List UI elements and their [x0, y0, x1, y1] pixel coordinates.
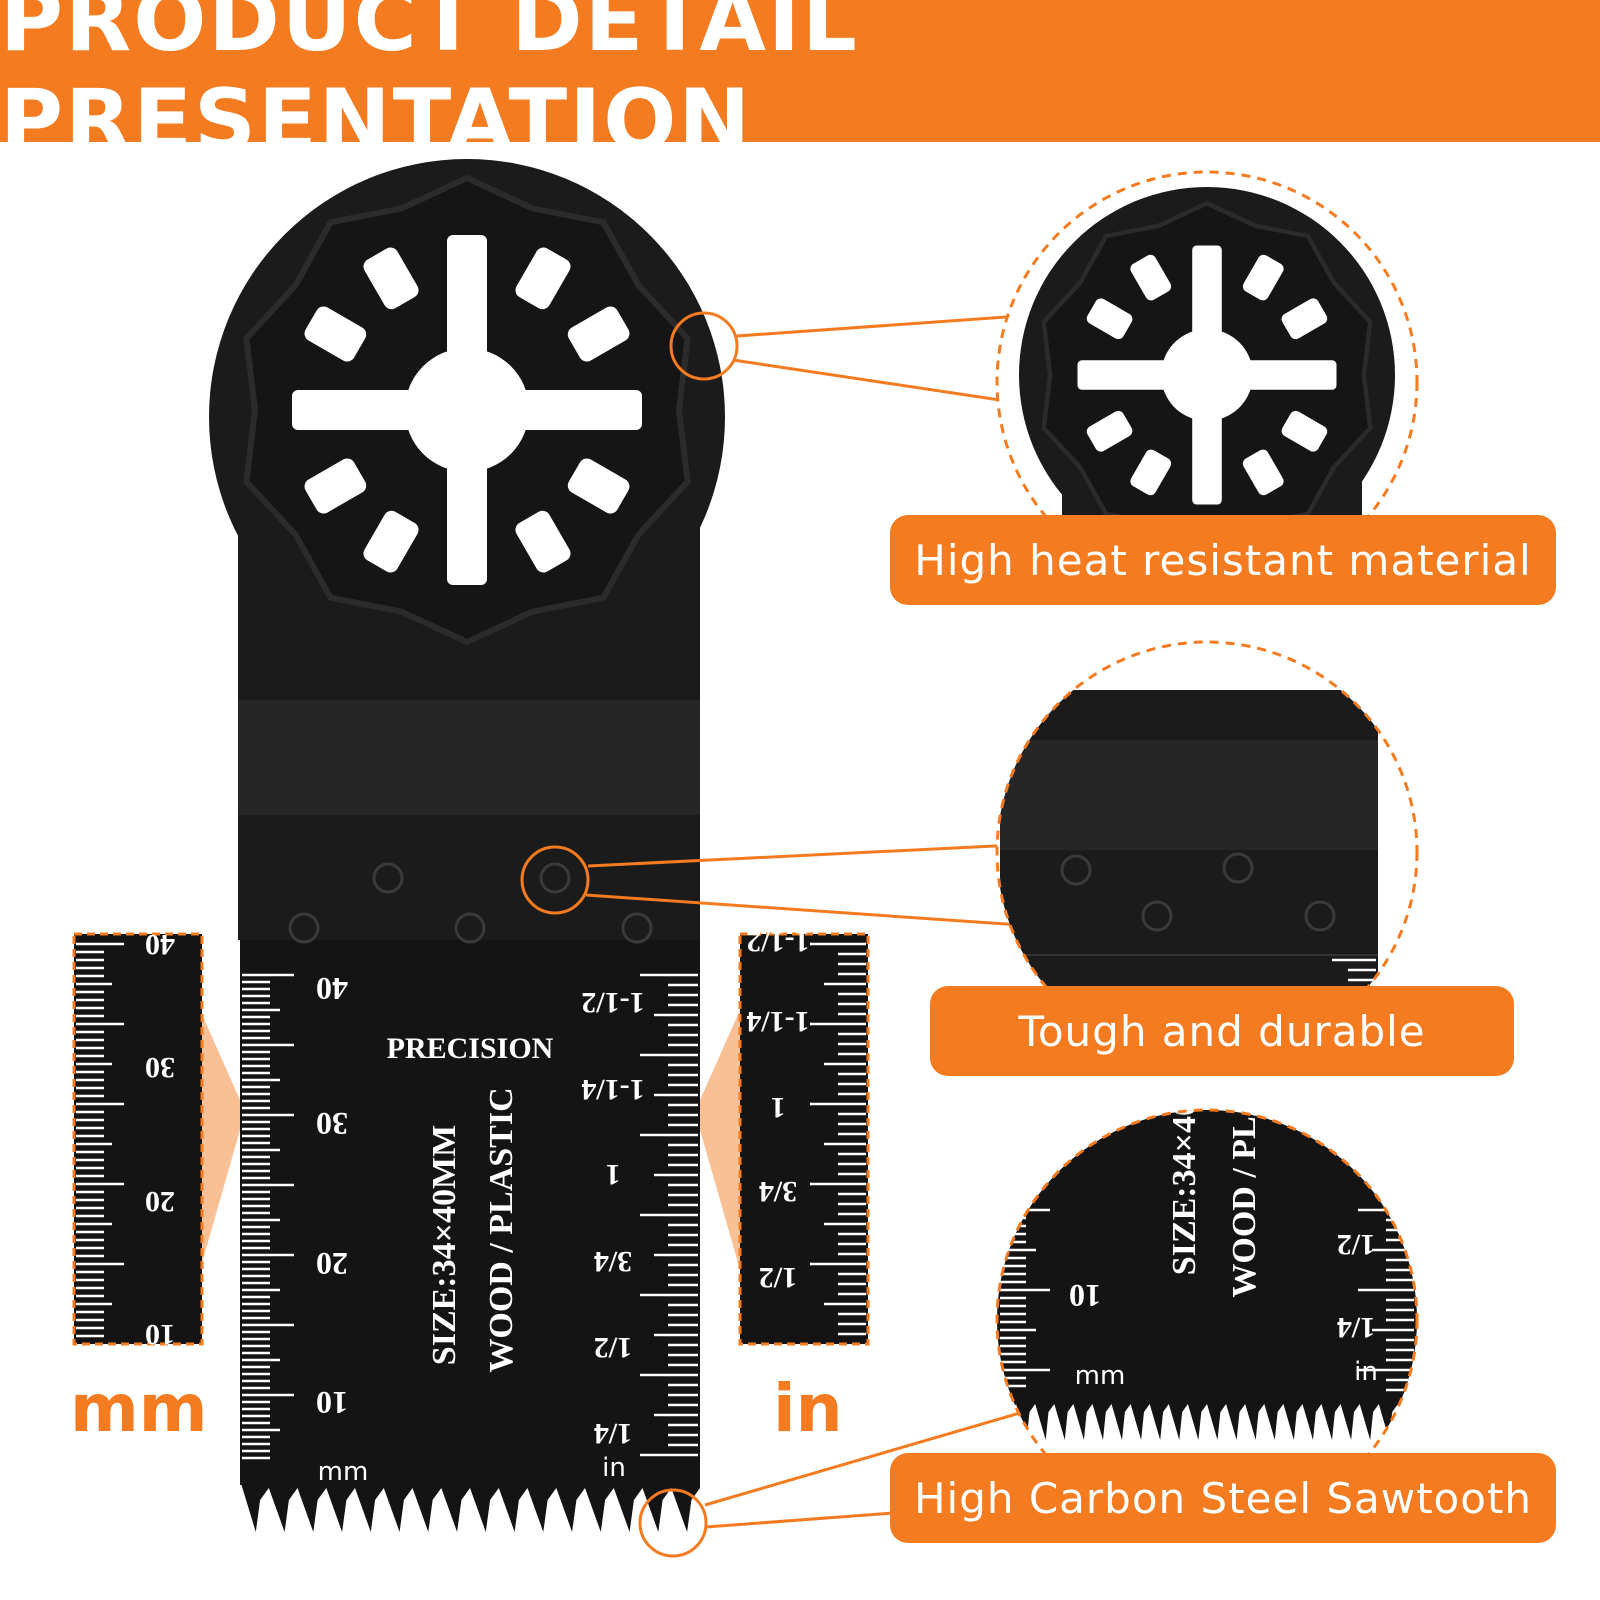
- blade-mm-label-40: 40: [316, 971, 348, 1007]
- zoom-in-unit: in: [1354, 1357, 1378, 1387]
- blade-in-unit: in: [602, 1453, 626, 1483]
- callout-tough-durable: Tough and durable: [930, 986, 1514, 1076]
- blade-size-text: SIZE:34×40MM: [426, 1125, 463, 1365]
- blade-mm-label-30: 30: [316, 1106, 348, 1142]
- callout-heat-resistant: High heat resistant material: [890, 515, 1556, 605]
- blade-material-text: WOOD / PLASTIC: [483, 1087, 520, 1372]
- callout-lines: [520, 311, 1031, 1558]
- blade-in-label-2: 3/4: [594, 1245, 632, 1278]
- blade-mm-unit: mm: [318, 1457, 369, 1487]
- blade-mm-label-20: 20: [316, 1246, 348, 1282]
- rivet-row: [288, 862, 653, 944]
- zoom-mm-ruler: 10 20 30 40: [72, 928, 240, 1351]
- blade-in-label-4: 1-1/4: [581, 1073, 644, 1106]
- zoom-size-text: SIZE:34×40MM: [1166, 1035, 1203, 1275]
- unit-label-in: in: [773, 1370, 843, 1447]
- header-banner: PRODUCT DETAIL PRESENTATION: [0, 0, 1600, 171]
- zoom-in-label-4: 1-1/2: [746, 925, 809, 958]
- blade-teeth: [240, 1480, 700, 1532]
- blade-in-label-3: 1: [606, 1158, 621, 1191]
- blade-inch-scale: 1/4 1/2 3/4 1 1-1/4 1-1/2: [581, 973, 698, 1457]
- zoom-in-label-3: 1-1/4: [746, 1005, 809, 1038]
- blade-in-label-5: 1-1/2: [581, 986, 644, 1019]
- zoom-mm-label-20: 20: [145, 1185, 175, 1218]
- callout-tough-text: Tough and durable: [1018, 1006, 1426, 1056]
- zoom-in-label-1: 3/4: [759, 1175, 797, 1208]
- zoom-mm-label-30: 30: [145, 1051, 175, 1084]
- zoom-in-label-0: 1/2: [759, 1261, 797, 1294]
- unit-label-mm: mm: [70, 1370, 208, 1447]
- blade-brand: PRECISION: [387, 1032, 554, 1065]
- zoom-in-label-2: 1: [771, 1091, 786, 1124]
- zoom-teeth-mm-label: 10: [1069, 1278, 1101, 1314]
- zoom-teeth-in-label-half: 1/2: [1337, 1228, 1375, 1261]
- zoom-mm-unit: mm: [1075, 1361, 1126, 1391]
- blade-mm-scale: 10 20 30 40: [242, 971, 348, 1460]
- zoom-in-ruler: 1/2 3/4 1 1-1/4 1-1/2: [700, 925, 870, 1346]
- callout-carbon-steel: High Carbon Steel Sawtooth: [890, 1453, 1556, 1543]
- page-title: PRODUCT DETAIL PRESENTATION: [0, 0, 859, 171]
- zoom-teeth-in-label-quarter: 1/4: [1337, 1311, 1375, 1344]
- zoom-mm-label-10: 10: [145, 1318, 175, 1351]
- zoom-mm-label-40: 40: [145, 928, 175, 961]
- callout-heat-text: High heat resistant material: [914, 535, 1532, 585]
- blade-mm-label-10: 10: [316, 1385, 348, 1421]
- zoom-material-text: WOOD / PLASTIC: [1226, 1012, 1263, 1297]
- callout-teeth-text: High Carbon Steel Sawtooth: [913, 1473, 1533, 1523]
- blade-in-label-0: 1/4: [594, 1417, 632, 1450]
- blade-in-label-1: 1/2: [594, 1331, 632, 1364]
